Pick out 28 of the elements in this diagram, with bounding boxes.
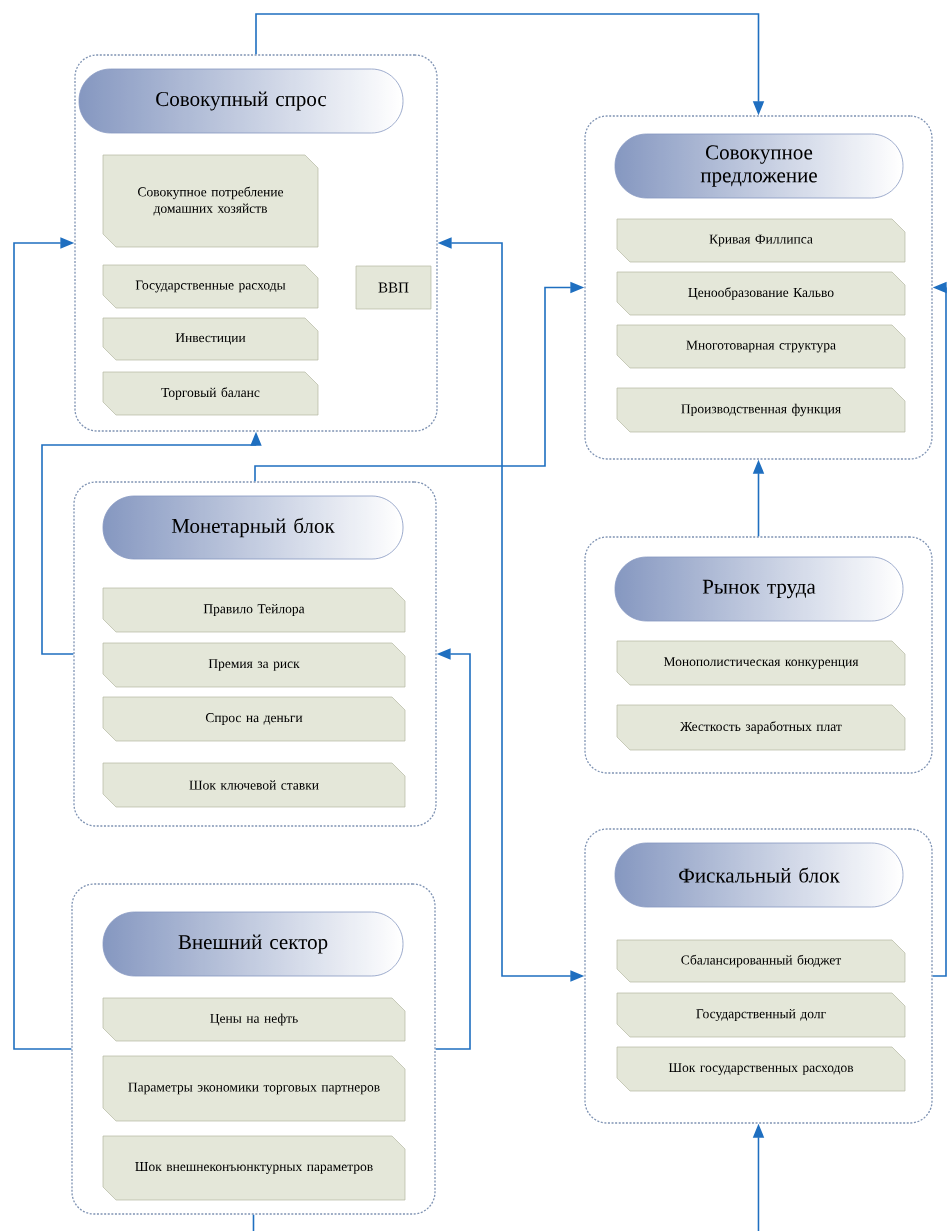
arrow (434, 648, 471, 1050)
item-card: Премия за риск (102, 642, 406, 688)
heading-pill: Фискальный блок (614, 842, 904, 908)
item-card: Сбалансированный бюджет (616, 939, 906, 983)
item-card: Торговый баланс (102, 371, 319, 416)
result-box: ВВП (355, 265, 432, 310)
heading-pill: Совокупный спрос (78, 68, 404, 134)
item-card: Параметры экономики торговых партнеров (102, 1055, 406, 1122)
item-card: Шок государственных расходов (616, 1046, 906, 1092)
item-card: Государственный долг (616, 992, 906, 1038)
heading-pill: Рынок труда (614, 556, 904, 622)
item-card: Совокупное потребление домашних хозяйств (102, 154, 319, 248)
item-card: Шок ключевой ставки (102, 762, 406, 808)
item-card: Государственные расходы (102, 264, 319, 309)
item-card: Монополистическая конкуренция (616, 640, 906, 686)
heading-pill: Внешний сектор (102, 911, 404, 977)
heading-pill: Монетарный блок (102, 495, 404, 560)
item-card: Ценообразование Кальво (616, 271, 906, 316)
item-card: Производственная функция (616, 387, 906, 433)
item-card: Многотоварная структура (616, 324, 906, 369)
item-card: Инвестиции (102, 317, 319, 361)
item-card: Цены на нефть (102, 997, 406, 1042)
item-card: Правило Тейлора (102, 587, 406, 633)
item-card: Спрос на деньги (102, 696, 406, 742)
item-card: Шок внешнеконъюнктурных параметров (102, 1135, 406, 1201)
heading-pill: Совокупное предложение (614, 133, 904, 199)
item-card: Кривая Филлипса (616, 218, 906, 263)
item-card: Жесткость заработных плат (616, 704, 906, 751)
